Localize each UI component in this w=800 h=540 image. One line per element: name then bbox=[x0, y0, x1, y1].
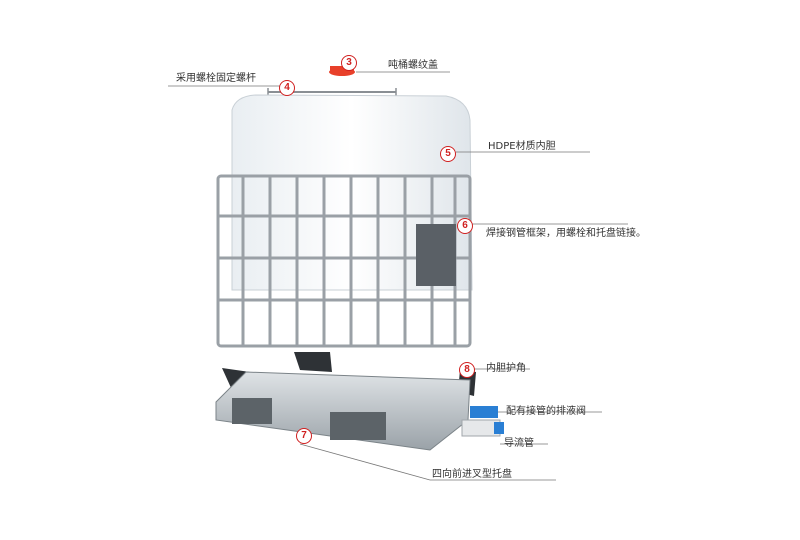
callout-label-pallet: 四向前进叉型托盘 bbox=[432, 469, 512, 480]
callout-number-8: 8 bbox=[459, 362, 475, 378]
callout-number-7: 7 bbox=[296, 428, 312, 444]
steel-cage bbox=[216, 174, 472, 348]
label-plate bbox=[416, 224, 456, 286]
callout-label-cap: 吨桶螺纹盖 bbox=[388, 60, 438, 71]
callout-label-valve: 配有接管的排液阀 bbox=[506, 406, 586, 417]
leader-lines bbox=[168, 71, 628, 481]
callout-label-frame: 焊接钢管框架，用螺栓和托盘链接。 bbox=[486, 228, 646, 239]
callout-label-pipe: 导流管 bbox=[504, 438, 534, 449]
callout-number-4: 4 bbox=[279, 80, 295, 96]
callout-label-bolt: 采用螺栓固定螺杆 bbox=[176, 73, 256, 84]
callout-number-5: 5 bbox=[440, 146, 456, 162]
four-way-pallet bbox=[215, 371, 471, 451]
callout-number-3: 3 bbox=[341, 55, 357, 71]
callout-number-6: 6 bbox=[457, 218, 473, 234]
drain-valve bbox=[461, 406, 504, 437]
callout-label-hdpe: HDPE材质内胆 bbox=[488, 141, 556, 152]
callout-label-corner: 内胆护角 bbox=[486, 363, 526, 374]
